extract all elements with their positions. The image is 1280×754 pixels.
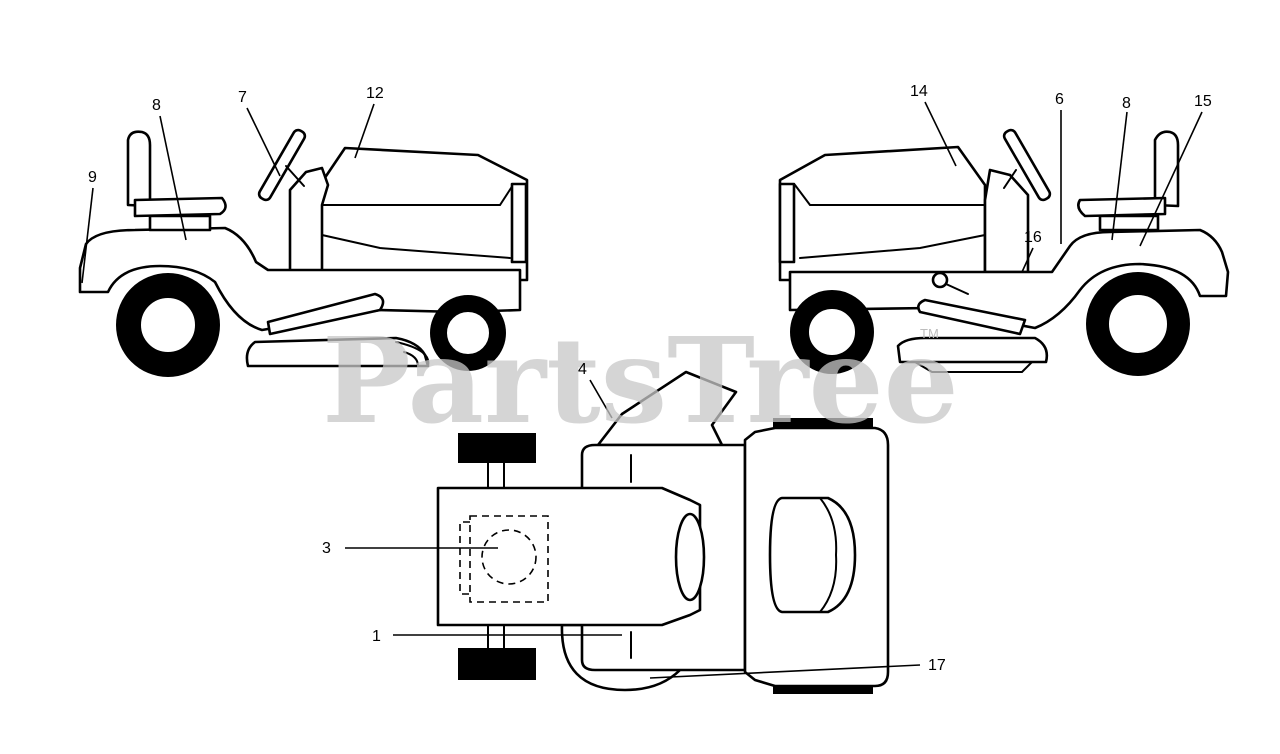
watermark-text: PartsTree <box>322 311 959 450</box>
front-rim-left <box>445 310 491 356</box>
callout-labels: 9 8 7 12 14 6 8 15 16 4 3 1 17 <box>88 83 1212 674</box>
hood-left <box>318 146 529 282</box>
seat-back-left <box>126 130 152 208</box>
callout-16: 16 <box>1024 229 1042 246</box>
hood-right <box>778 145 987 282</box>
callout-9: 9 <box>88 169 97 186</box>
leader-9 <box>81 187 94 284</box>
leader-15 <box>1139 111 1203 247</box>
deck-chute-left <box>395 341 430 367</box>
leader-4 <box>589 379 613 419</box>
steering-wheel-top <box>674 512 706 602</box>
leader-8-left <box>159 115 187 241</box>
rear-rim-right <box>1107 293 1169 355</box>
callout-12: 12 <box>366 85 384 102</box>
frame-fender-right <box>788 228 1230 330</box>
watermark-trademark: TM <box>920 326 939 341</box>
callout-6: 6 <box>1055 91 1064 108</box>
tractor-top-view <box>436 370 890 694</box>
rear-rim-left <box>139 296 197 354</box>
callout-8-right: 8 <box>1122 95 1131 112</box>
callout-17: 17 <box>928 657 946 674</box>
leader-14 <box>924 101 957 167</box>
footrest-left <box>266 292 385 336</box>
grille-right <box>778 182 796 264</box>
callout-15: 15 <box>1194 93 1212 110</box>
callout-4: 4 <box>578 361 587 378</box>
front-tire-top-lower <box>458 648 536 680</box>
engine-filter-dashed <box>481 529 537 585</box>
tractor-right-side-view <box>778 128 1230 376</box>
callout-3: 3 <box>322 540 331 557</box>
steering-column-left <box>285 165 305 187</box>
hood-top <box>436 486 702 627</box>
seat-base-left <box>133 196 227 218</box>
front-tire-top-upper <box>458 433 536 463</box>
leader-8-right <box>1111 111 1128 241</box>
seat-post-left <box>148 214 212 232</box>
leader-lines <box>81 101 1203 679</box>
callout-14: 14 <box>910 83 928 100</box>
front-axle-top <box>487 462 505 649</box>
leader-7 <box>246 107 281 177</box>
steering-column-right <box>1003 169 1017 189</box>
tractor-left-side-view <box>78 128 529 377</box>
callout-1: 1 <box>372 628 381 645</box>
seat-top <box>768 496 857 614</box>
hood-panel-line-right <box>794 184 986 259</box>
leader-17 <box>649 664 921 679</box>
leader-12 <box>354 103 375 159</box>
seat-base-right <box>1077 196 1167 218</box>
mower-deck-left <box>245 336 430 368</box>
dash-left <box>288 166 330 274</box>
leader-16 <box>1021 247 1034 273</box>
seat-post-right <box>1098 214 1160 232</box>
callout-7: 7 <box>238 89 247 106</box>
front-rim-right <box>807 307 857 357</box>
engine-side-dashed <box>459 521 470 595</box>
engine-outline-dashed <box>469 515 549 603</box>
key-knob-right <box>931 271 949 289</box>
footrest-right <box>917 298 1027 336</box>
grille-left <box>510 182 528 264</box>
key-shaft-right <box>945 283 969 295</box>
callout-8-left: 8 <box>152 97 161 114</box>
seat-back-right <box>1153 130 1180 208</box>
seat-top-inner <box>819 497 838 613</box>
deck-chute-right <box>914 361 1033 373</box>
frame-fender-left <box>78 226 522 332</box>
mower-deck-right <box>896 336 1049 364</box>
hood-panel-line-left <box>321 184 514 259</box>
steering-wheel-right <box>1002 128 1052 202</box>
